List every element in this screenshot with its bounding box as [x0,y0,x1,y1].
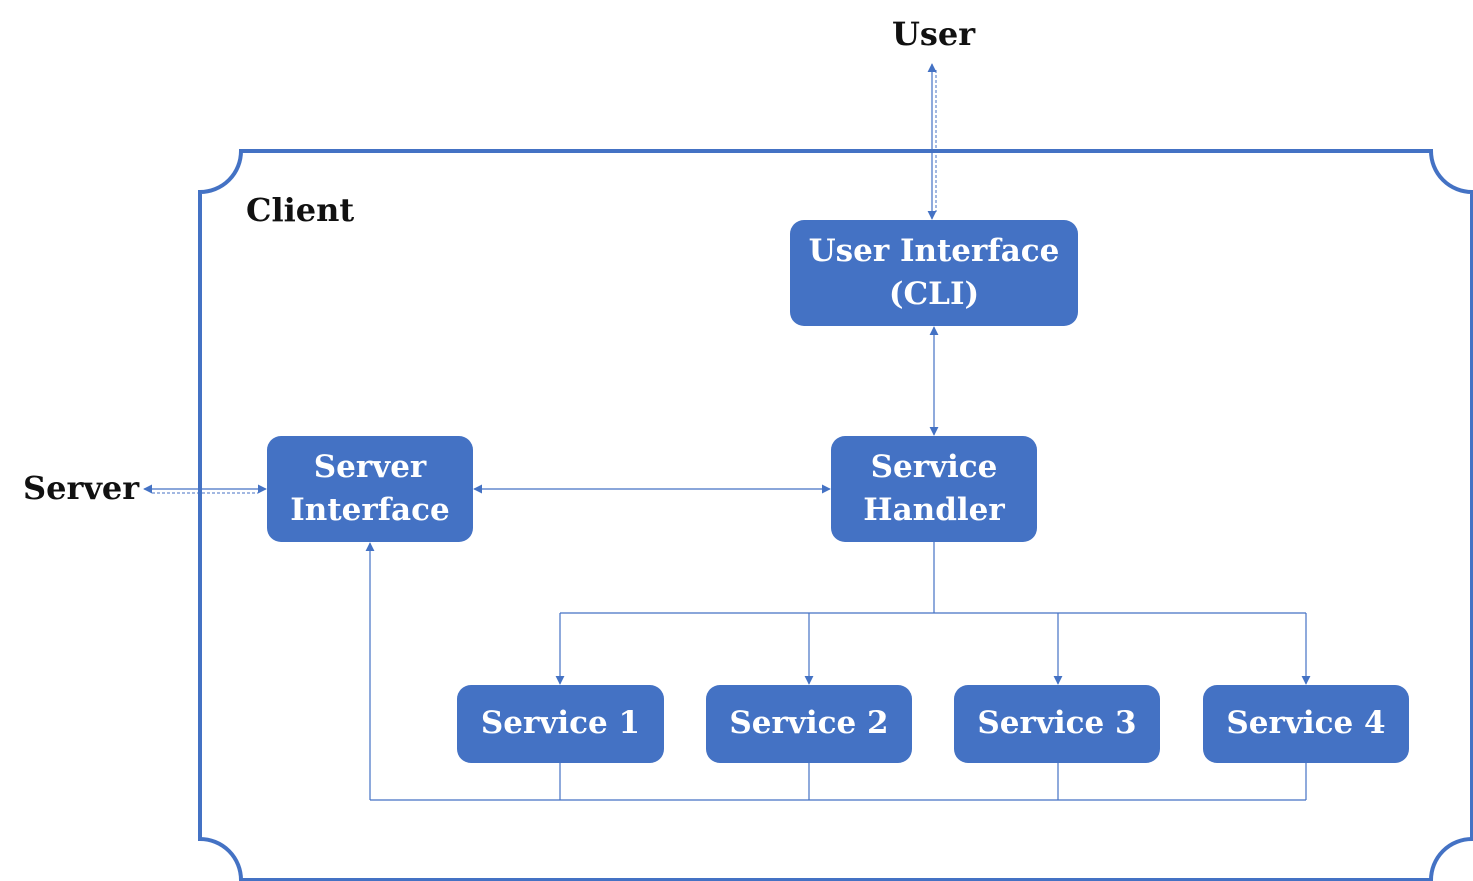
server-interface-node[interactable]: Server Interface [267,436,473,542]
service-2-node[interactable]: Service 2 [706,685,912,763]
user-interface-line2: (CLI) [888,276,980,312]
client-label: Client [246,191,355,229]
service-1-label: Service 1 [480,705,641,742]
handler-to-services-connector [555,542,1311,685]
service-3-node[interactable]: Service 3 [954,685,1160,763]
service-4-node[interactable]: Service 4 [1203,685,1409,763]
server-connector [143,484,267,494]
user-label: User [892,15,976,53]
service-handler-line1: Service [870,448,998,485]
user-connector [927,63,937,220]
service-1-node[interactable]: Service 1 [457,685,664,763]
user-interface-node[interactable]: User Interface (CLI) [790,220,1078,326]
service-handler-node[interactable]: Service Handler [831,436,1037,542]
service-4-label: Service 4 [1226,705,1386,742]
server-interface-line2: Interface [290,492,450,528]
service-2-label: Service 2 [729,705,889,742]
services-to-interface-connector [365,542,1307,801]
server-label: Server [23,469,140,507]
service-3-label: Service 3 [977,705,1137,742]
client-boundary [198,149,1473,881]
user-interface-line1: User Interface [808,232,1060,269]
service-handler-line2: Handler [863,492,1005,528]
server-interface-line1: Server [313,448,427,485]
